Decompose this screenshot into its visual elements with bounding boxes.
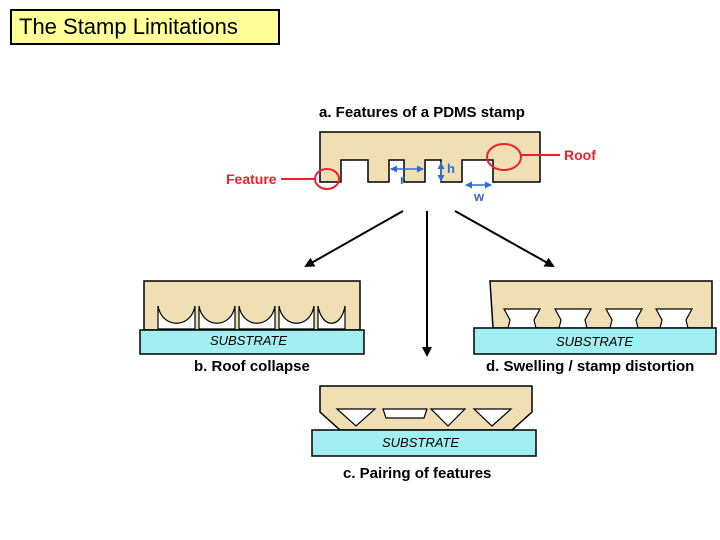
caption-c: c. Pairing of features (343, 465, 491, 482)
substrate-b-label: SUBSTRATE (210, 333, 287, 348)
substrate-d (473, 327, 717, 355)
dimension-h-label: h (447, 161, 455, 176)
arrow-to-b (304, 210, 404, 267)
stamp-a-body (319, 131, 541, 183)
substrate-b (139, 329, 365, 355)
dimension-r-label: r (400, 172, 405, 187)
slide-title: The Stamp Limitations (10, 9, 280, 45)
stamp-c (311, 385, 537, 457)
dimension-w-label: w (473, 189, 485, 204)
substrate-c (311, 429, 537, 457)
caption-d: d. Swelling / stamp distortion (486, 358, 694, 375)
roof-label: Roof (564, 147, 596, 163)
collapsed-roof-cavities (157, 305, 346, 330)
stamp-d (473, 280, 717, 355)
stamp-a (319, 131, 541, 183)
substrate-c-label: SUBSTRATE (382, 435, 459, 450)
feature-highlight-circle (314, 168, 340, 190)
roof-highlight-circle (486, 143, 522, 171)
arrow-to-d (454, 210, 555, 267)
caption-a: a. Features of a PDMS stamp (319, 104, 525, 121)
paired-feature-cavities (335, 408, 513, 427)
feature-label: Feature (226, 171, 277, 187)
substrate-d-label: SUBSTRATE (556, 334, 633, 349)
stamp-c-body (319, 385, 533, 431)
stamp-b (139, 280, 365, 355)
caption-b: b. Roof collapse (194, 358, 310, 375)
